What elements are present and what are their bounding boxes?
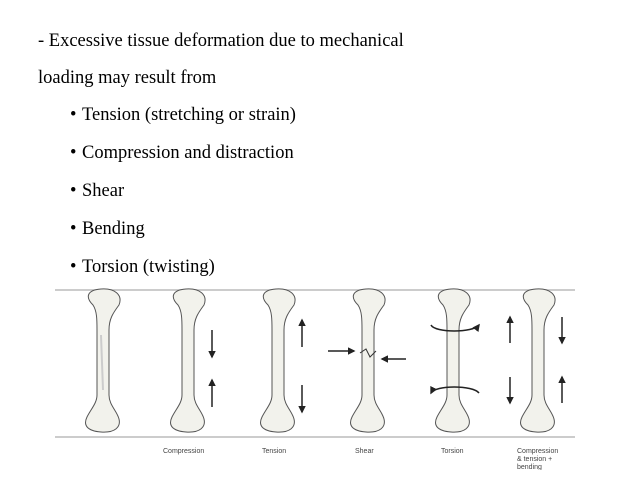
caption-compression: Compression: [163, 448, 204, 455]
bullet-label: Compression and distraction: [82, 143, 294, 163]
bullet-item-compression: •Compression and distraction: [70, 142, 294, 164]
bullet-icon: •: [70, 143, 77, 163]
bullet-icon: •: [70, 181, 77, 201]
caption-combined-line-1: Compression: [517, 448, 558, 455]
bullet-icon: •: [70, 257, 77, 277]
bullet-label: Bending: [82, 219, 145, 239]
bone-combined-loading-icon: [506, 288, 566, 433]
caption-shear: Shear: [355, 448, 374, 455]
bullet-label: Torsion (twisting): [82, 257, 215, 277]
caption-torsion: Torsion: [441, 448, 464, 455]
bullet-item-tension: •Tension (stretching or strain): [70, 104, 296, 126]
bullet-item-bending: •Bending: [70, 218, 145, 240]
bone-shear-icon: [328, 288, 406, 433]
bone-torsion-icon: [430, 288, 480, 433]
caption-combined-line-3: bending: [517, 464, 542, 470]
bullet-label: Tension (stretching or strain): [82, 105, 296, 125]
intro-line-2: loading may result from: [38, 68, 217, 88]
bone-compression-icon: [170, 288, 216, 433]
caption-combined-line-2: & tension +: [517, 456, 552, 463]
bone-unloaded-icon: [85, 288, 121, 433]
bullet-item-shear: •Shear: [70, 180, 124, 202]
caption-tension: Tension: [262, 448, 286, 455]
bone-loading-figure: Compression Tension Shear Torsion Compre…: [55, 288, 575, 470]
bone-tension-icon: [260, 288, 306, 433]
bullet-icon: •: [70, 105, 77, 125]
bullet-icon: •: [70, 219, 77, 239]
bullet-item-torsion: •Torsion (twisting): [70, 256, 215, 278]
intro-line-1: - Excessive tissue deformation due to me…: [38, 31, 404, 51]
bullet-label: Shear: [82, 181, 125, 201]
